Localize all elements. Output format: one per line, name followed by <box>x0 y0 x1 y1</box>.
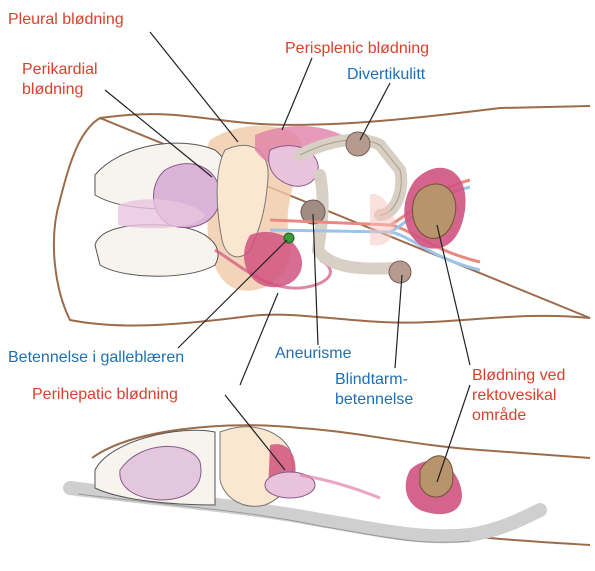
label-divertikulitt: Divertikulitt <box>347 65 425 84</box>
appendix-nodule <box>389 261 411 283</box>
label-perikardial-line2: blødning <box>22 80 83 99</box>
label-pleural-bleeding: Pleural blødning <box>8 10 124 29</box>
right-lung <box>95 225 218 276</box>
label-perihepatic-bleeding: Perihepatic blødning <box>32 385 178 404</box>
label-perisplenic-bleeding: Perisplenic blødning <box>285 39 429 58</box>
bottom-view <box>70 425 590 545</box>
leader-perisplenic <box>282 58 312 130</box>
leader-rektovesikal-bottom <box>437 385 470 482</box>
leader-divertikulitt <box>360 83 390 140</box>
top-view <box>54 106 590 326</box>
label-galleblaeren: Betennelse i galleblæren <box>8 348 184 367</box>
leader-pleural <box>150 32 238 142</box>
leader-blindtarm <box>395 275 402 368</box>
label-blindtarm-line1: Blindtarm- <box>335 370 408 389</box>
label-rektovesikal-line1: Blødning ved <box>472 366 565 385</box>
diverticulitis-nodule <box>346 132 370 156</box>
label-blindtarm-line2: betennelse <box>335 390 413 409</box>
label-perikardial-line1: Perikardial <box>22 60 98 79</box>
leader-perihepatic-top <box>240 293 278 385</box>
label-aneurisme: Aneurisme <box>275 344 351 363</box>
leader-rektovesikal-top <box>437 225 470 365</box>
label-rektovesikal-line2: rektovesikal <box>472 386 556 405</box>
label-rektovesikal-line3: område <box>472 406 526 425</box>
